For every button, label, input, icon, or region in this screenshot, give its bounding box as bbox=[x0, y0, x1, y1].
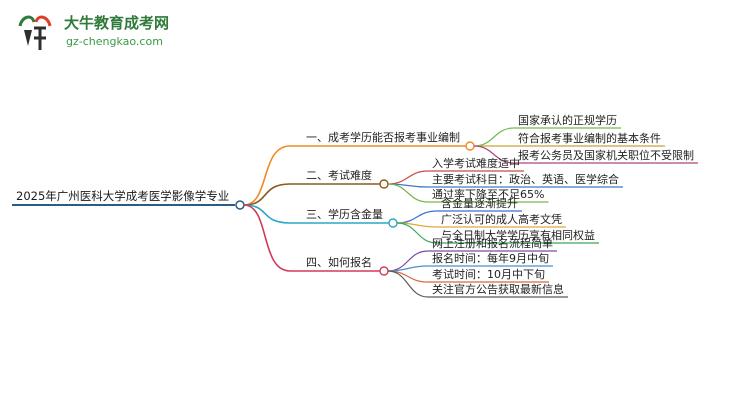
leaf-node: 国家承认的正规学历 bbox=[518, 113, 617, 127]
leaf-node: 含金量逐渐提升 bbox=[441, 196, 518, 210]
leaf-connector bbox=[473, 145, 515, 164]
leaf-node: 网上注册和报名流程简单 bbox=[432, 236, 553, 250]
leaf-node: 主要考试科目：政治、英语、医学综合 bbox=[432, 172, 619, 186]
leaf-connector bbox=[387, 270, 429, 298]
logo-name: 大牛教育成考网 bbox=[64, 14, 170, 32]
root-node: 2025年广州医科大学成考医学影像学专业 bbox=[16, 189, 229, 203]
bull-mascot-icon bbox=[18, 15, 52, 50]
branch-connector bbox=[243, 183, 291, 206]
leaf-node: 入学考试难度适中 bbox=[432, 156, 520, 170]
site-logo[interactable]: 大牛教育成考网 gz-chengkao.com bbox=[14, 10, 194, 56]
leaf-node: 关注官方公告获取最新信息 bbox=[432, 282, 564, 296]
leaf-node: 通过率下降至不足65% bbox=[432, 187, 544, 201]
branch-hub bbox=[465, 141, 475, 151]
branch-node: 三、学历含金量 bbox=[306, 207, 383, 221]
leaf-connector bbox=[473, 127, 515, 147]
branch-connector bbox=[243, 204, 291, 224]
leaf-node: 报名时间：每年9月中旬 bbox=[432, 251, 549, 265]
leaf-connector bbox=[387, 265, 429, 272]
branch-hub bbox=[379, 179, 389, 189]
leaf-node: 报考公务员及国家机关职位不受限制 bbox=[518, 148, 694, 162]
leaf-connector bbox=[396, 210, 438, 224]
branch-hub bbox=[388, 218, 398, 228]
leaf-connector bbox=[387, 270, 429, 283]
branch-connector bbox=[243, 145, 291, 206]
leaf-node: 符合报考事业编制的基本条件 bbox=[518, 131, 661, 145]
leaf-connector bbox=[387, 183, 429, 203]
branch-node: 一、成考学历能否报考事业编制 bbox=[306, 130, 460, 144]
branch-node: 四、如何报名 bbox=[306, 255, 372, 269]
leaf-node: 广泛认可的成人高考文凭 bbox=[441, 212, 562, 226]
branch-hub bbox=[379, 266, 389, 276]
leaf-node: 与全日制大学学历享有相同权益 bbox=[441, 228, 595, 242]
logo-url: gz-chengkao.com bbox=[66, 35, 163, 48]
leaf-connector bbox=[387, 170, 429, 185]
leaf-node: 考试时间：10月中下旬 bbox=[432, 268, 545, 281]
branch-node: 二、考试难度 bbox=[306, 168, 372, 182]
branch-connector bbox=[243, 204, 291, 272]
root-hub bbox=[235, 200, 245, 210]
leaf-connector bbox=[396, 222, 438, 244]
